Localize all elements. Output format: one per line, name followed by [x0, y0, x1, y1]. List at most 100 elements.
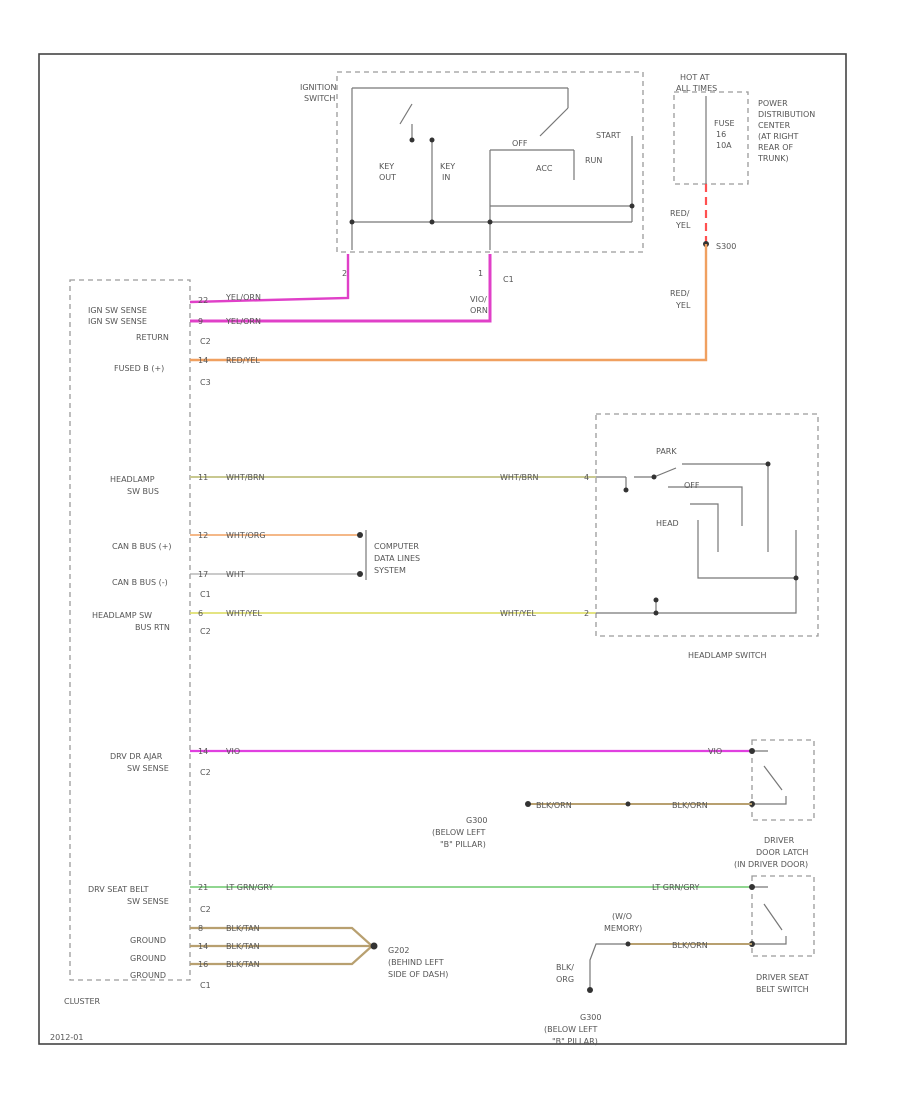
door-latch-box: [751, 739, 815, 821]
wire-door-label: VIO: [226, 747, 240, 756]
ignition-switch-label-2: SWITCH: [304, 94, 335, 103]
wire-ign-label-2: YEL/ORN: [225, 317, 261, 326]
door-ground-connector: [625, 801, 631, 807]
cluster-c2-d: C2: [200, 905, 211, 914]
door-latch-label-1: DRIVER: [764, 836, 795, 845]
fuse-lower-label-2: YEL: [675, 301, 691, 310]
pdc-label-4: (AT RIGHT: [758, 132, 799, 141]
wire-ground-3: [190, 945, 373, 966]
ign-junction: [409, 137, 415, 143]
g300-label-2: (BELOW LEFT: [432, 828, 486, 837]
ign-pin-b: 1: [478, 269, 483, 278]
headlamp-switch: PARK OFF HEAD 4 2 HEADLAMP SWITCH: [584, 413, 819, 660]
wire-door-ground-label-l: BLK/ORN: [536, 801, 572, 810]
cluster-c3-a: C3: [200, 378, 211, 387]
g202-label-1: G202: [388, 946, 409, 955]
cluster-headlamp-bus-1: HEADLAMP: [110, 475, 155, 484]
wire-ground-label-c: BLK/TAN: [226, 960, 260, 969]
diagram-code: 2012-01: [50, 1033, 83, 1042]
headlamp-switch-label: HEADLAMP SWITCH: [688, 651, 766, 660]
cluster-c2-b: C2: [200, 627, 211, 636]
fuse-lower-label-1: RED/: [670, 289, 690, 298]
pin-gnd-1: 8: [198, 924, 203, 933]
wire-headlamp-rtn-label: WHT/YEL: [226, 609, 262, 618]
key-out-label-2: OUT: [379, 173, 396, 182]
wire-belt-ground-label: BLK/ORN: [672, 941, 708, 950]
ign-connector-label: C1: [503, 275, 514, 284]
cluster-box: [69, 279, 191, 981]
wire-door-ground-label-r: BLK/ORN: [672, 801, 708, 810]
key-in-label-2: IN: [442, 173, 450, 182]
cluster-fused-b: FUSED B (+): [114, 364, 164, 373]
g202-label-3: SIDE OF DASH): [388, 970, 448, 979]
pin-gnd-2: 14: [198, 942, 208, 951]
blk-org-label-1: BLK/: [556, 963, 574, 972]
cluster-can-pos: CAN B BUS (+): [112, 542, 172, 551]
fuse-label-2: 16: [716, 130, 726, 139]
ignition-switch: IGNITION SWITCH KEY OUT KEY IN OFF ACC R…: [300, 71, 644, 284]
wire-vio-orn-1: VIO/: [470, 295, 487, 304]
cluster-c1-b: C1: [200, 590, 211, 599]
cluster-c2-c: C2: [200, 768, 211, 777]
ign-junction: [429, 219, 435, 225]
wire-can-pos-label: WHT/ORG: [226, 531, 266, 540]
headlamp-pin-a: 4: [584, 473, 589, 482]
g300-belt-ground-dot: [587, 987, 593, 993]
blk-org-label-2: ORG: [556, 975, 574, 984]
ign-off-label: OFF: [512, 139, 528, 148]
ign-junction: [429, 137, 435, 143]
wire-fused-b: [190, 244, 708, 362]
key-out-label-1: KEY: [379, 162, 394, 171]
door-latch-label-2: DOOR LATCH: [756, 848, 808, 857]
ign-junction: [629, 203, 635, 209]
belt-ground-connector: [625, 941, 631, 947]
can-pos-terminal: [357, 532, 363, 538]
g202-label-2: (BEHIND LEFT: [388, 958, 444, 967]
g300-label-1: G300: [466, 816, 487, 825]
fuse-wire-label-1: RED/: [670, 209, 690, 218]
wire-headlamp-rtn-label-r: WHT/YEL: [500, 609, 536, 618]
ign-junction: [487, 219, 493, 225]
door-latch-switch: [752, 750, 787, 805]
cluster-label: CLUSTER: [64, 997, 101, 1006]
cluster-ground-2: GROUND: [130, 954, 166, 963]
headlamp-junction: [765, 461, 771, 467]
cluster-ign-sense-2: IGN SW SENSE: [88, 317, 147, 326]
ignition-switch-box: [336, 71, 644, 253]
driver-door-latch: BLK/ORN BLK/ORN G300 (BELOW LEFT "B" PIL…: [432, 739, 815, 869]
headlamp-switch-box: [595, 413, 819, 637]
wire-ign-label-1: YEL/ORN: [225, 293, 261, 302]
pdc-label-6: TRUNK): [757, 154, 789, 163]
pin-headlamp-rtn: 6: [198, 609, 203, 618]
pin-c1-18: 9: [198, 317, 203, 326]
headlamp-off-label: OFF: [684, 481, 700, 490]
seat-belt-label-1: DRIVER SEAT: [756, 973, 809, 982]
fuse-wire-label-2: YEL: [675, 221, 691, 230]
pdc-label-3: CENTER: [758, 121, 791, 130]
hot-at-label-2: ALL TIMES: [676, 84, 717, 93]
cluster-ground-1: GROUND: [130, 936, 166, 945]
can-neg-terminal: [357, 571, 363, 577]
seat-belt-switch-contacts: [752, 886, 787, 945]
wire-ground-label-b: BLK/TAN: [226, 942, 260, 951]
cluster-headlamp-rtn-1: HEADLAMP SW: [92, 611, 152, 620]
door-latch-terminal: [749, 748, 755, 754]
ign-pin-a: 2: [342, 269, 347, 278]
headlamp-head-label: HEAD: [656, 519, 679, 528]
memory-label-2: MEMORY): [604, 924, 642, 933]
cluster-c1-c: C1: [200, 981, 211, 990]
cluster-headlamp-bus-2: SW BUS: [127, 487, 159, 496]
headlamp-junction: [653, 610, 659, 616]
pin-headlamp: 11: [198, 473, 208, 482]
wire-door-label-r: VIO: [708, 747, 722, 756]
g300b-label-1: G300: [580, 1013, 601, 1022]
pdc-box: [673, 91, 749, 185]
diagram-frame: [38, 53, 847, 1045]
wire-ign-sense-2: [190, 254, 492, 323]
ign-switch-blade: [399, 103, 569, 137]
cluster-seat-belt-1: DRV SEAT BELT: [88, 885, 149, 894]
wire-seat-belt-label: LT GRN/GRY: [226, 883, 273, 892]
cluster-drv-door-1: DRV DR AJAR: [110, 752, 163, 761]
key-in-label-1: KEY: [440, 162, 455, 171]
